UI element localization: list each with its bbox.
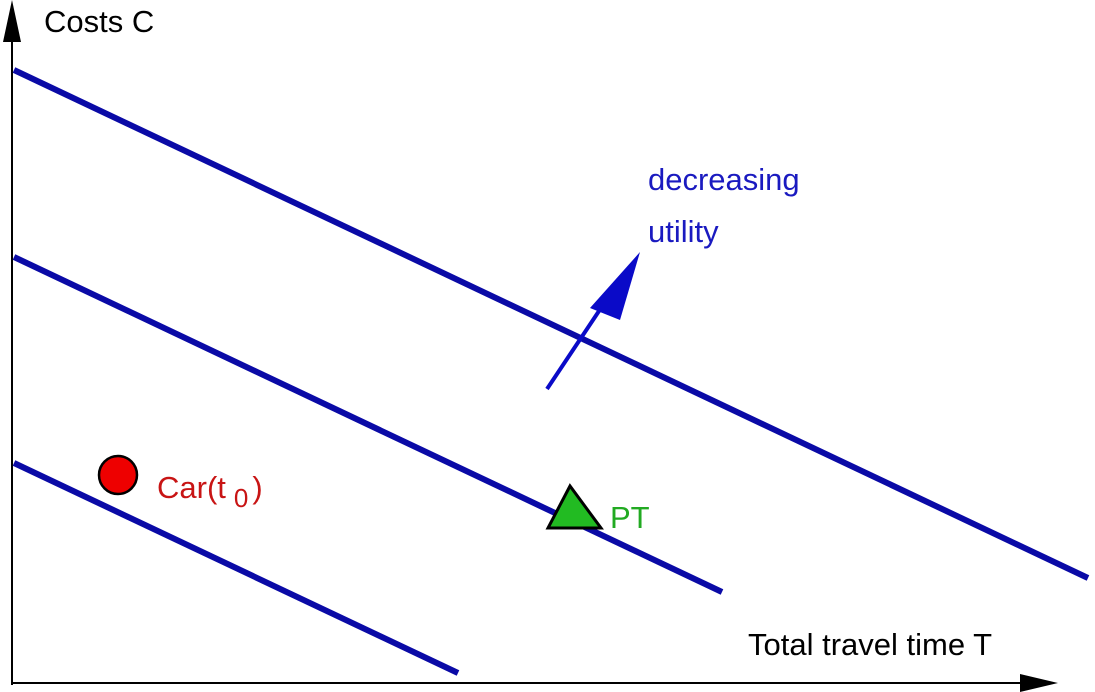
x-axis-arrowhead bbox=[1020, 674, 1058, 692]
annotation-line2: utility bbox=[648, 214, 719, 249]
car-label-subscript: 0 bbox=[234, 483, 248, 513]
indifference-line-mid bbox=[12, 254, 724, 595]
y-axis-label: Costs C bbox=[44, 4, 154, 39]
pt-point: PT bbox=[545, 483, 650, 535]
decreasing-utility-arrow bbox=[545, 252, 640, 391]
arrow-head-icon bbox=[590, 252, 640, 320]
annotation-line1: decreasing bbox=[648, 162, 800, 197]
x-axis bbox=[12, 674, 1058, 692]
y-axis bbox=[3, 0, 21, 685]
y-axis-arrowhead bbox=[3, 0, 21, 42]
pt-marker-triangle-icon bbox=[545, 483, 604, 530]
pt-label: PT bbox=[610, 500, 650, 535]
car-point: Car(t 0) bbox=[97, 454, 263, 513]
car-label-main: Car(t bbox=[157, 470, 226, 505]
x-axis-label: Total travel time T bbox=[748, 627, 992, 662]
car-label-close: ) bbox=[252, 470, 262, 505]
car-marker-circle-icon bbox=[97, 454, 139, 496]
indifference-line-high bbox=[12, 67, 1090, 581]
indifference-line-low bbox=[12, 460, 460, 676]
car-label: Car(t 0) bbox=[157, 470, 263, 513]
indifference-lines bbox=[12, 67, 1090, 676]
arrow-shaft bbox=[545, 297, 609, 391]
